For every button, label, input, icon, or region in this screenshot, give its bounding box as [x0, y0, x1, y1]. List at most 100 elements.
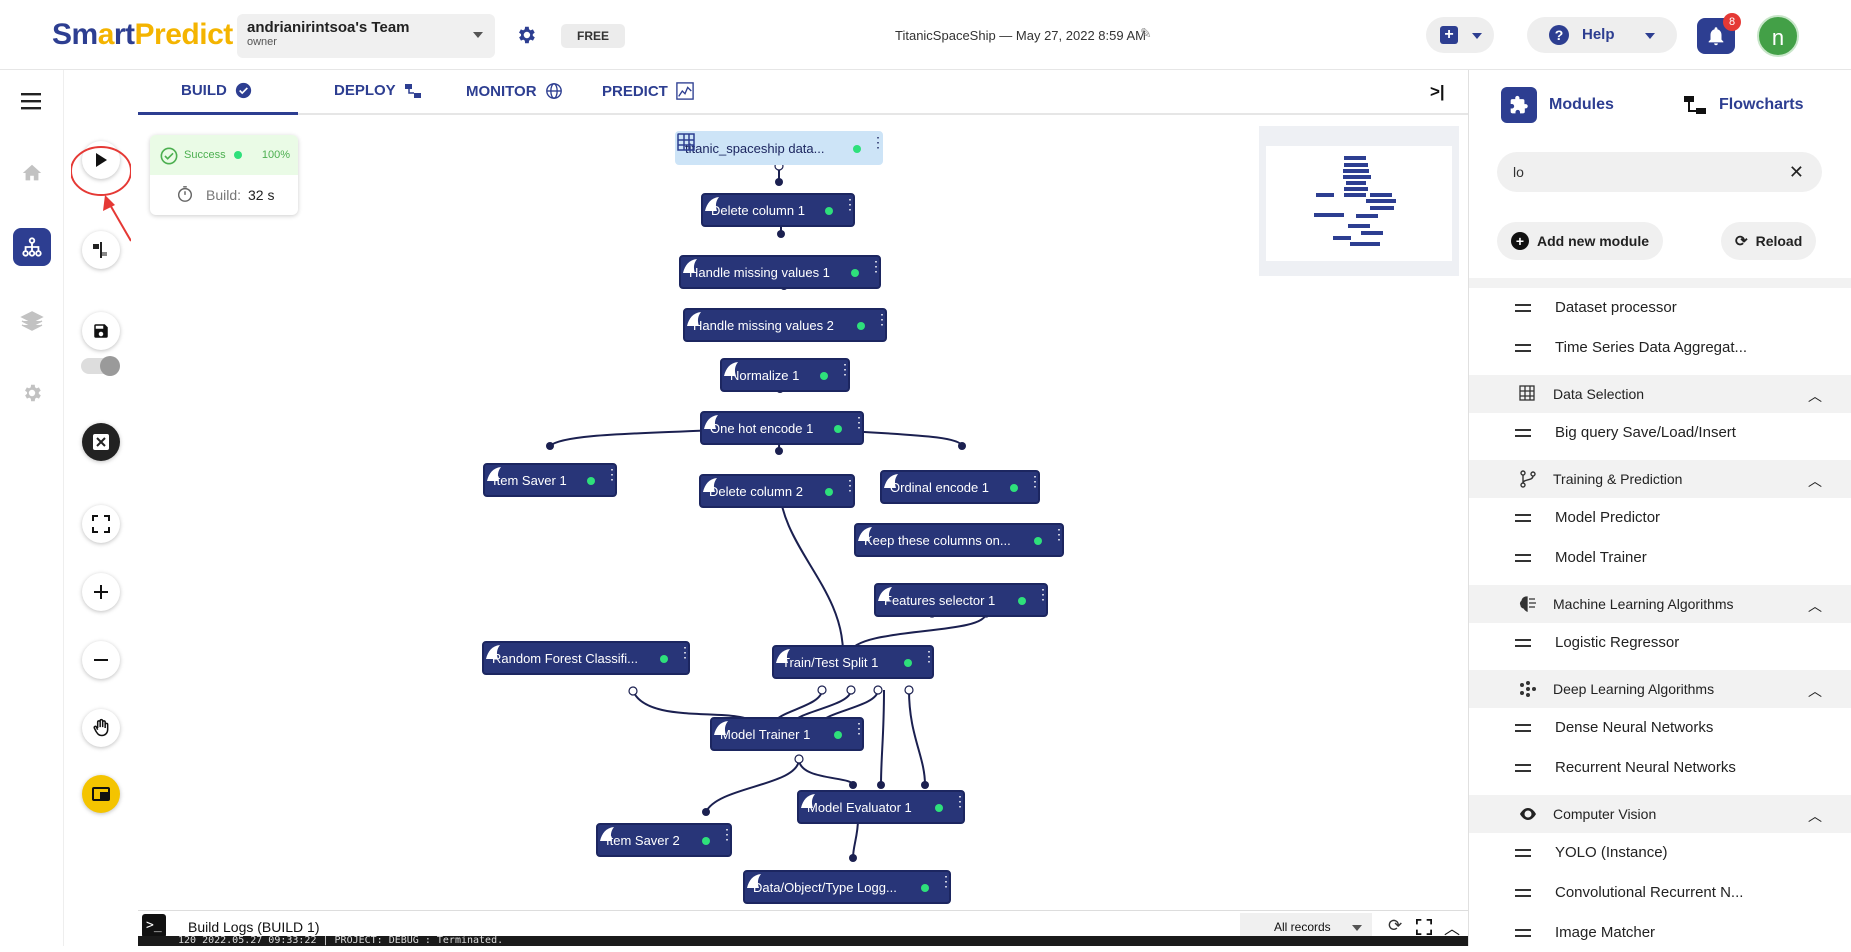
tab-flowcharts[interactable]: Flowcharts: [1683, 95, 1803, 115]
home-icon[interactable]: [13, 154, 51, 192]
flow-node[interactable]: One hot encode 1 ⋮: [700, 411, 864, 445]
user-avatar[interactable]: n: [1757, 15, 1799, 57]
more-options-icon[interactable]: ⋮: [852, 415, 862, 429]
tab-predict[interactable]: PREDICT: [602, 82, 694, 100]
tab-monitor[interactable]: MONITOR: [466, 82, 563, 100]
flowchart-nav-icon[interactable]: [13, 228, 51, 266]
list-item[interactable]: Dataset processor: [1469, 289, 1851, 327]
plan-badge[interactable]: FREE: [561, 24, 625, 48]
more-options-icon[interactable]: ⋮: [843, 197, 853, 211]
more-options-icon[interactable]: ⋮: [852, 721, 862, 735]
reload-button[interactable]: ⟳ Reload: [1721, 222, 1817, 260]
category-header[interactable]: Computer Vision ︿: [1469, 795, 1851, 833]
list-item[interactable]: Recurrent Neural Networks: [1469, 749, 1851, 787]
save-icon[interactable]: [82, 312, 120, 350]
more-options-icon[interactable]: ⋮: [678, 645, 688, 659]
chevron-up-icon[interactable]: ︿: [1808, 388, 1822, 404]
flow-node[interactable]: Delete column 2 ⋮: [699, 474, 855, 508]
tab-deploy[interactable]: DEPLOY: [334, 82, 422, 99]
tab-modules[interactable]: Modules: [1501, 87, 1614, 123]
collapse-panel-icon[interactable]: >|: [1430, 82, 1445, 101]
smartpredict-logo[interactable]: SmartPredict: [52, 18, 233, 52]
flow-node-dataset[interactable]: titanic_spaceship data... ⋮: [675, 131, 883, 165]
flow-node[interactable]: Features selector 1 ⋮: [874, 583, 1048, 617]
clear-search-icon[interactable]: ✕: [1788, 162, 1804, 182]
flow-node[interactable]: Keep these columns on... ⋮: [854, 523, 1064, 557]
more-options-icon[interactable]: ⋮: [720, 827, 730, 841]
list-item[interactable]: Big query Save/Load/Insert: [1469, 414, 1851, 452]
flow-node[interactable]: Ordinal encode 1 ⋮: [880, 470, 1040, 504]
team-selector[interactable]: andrianirintsoa's Team owner: [237, 14, 495, 58]
flow-node[interactable]: Random Forest Classifi... ⋮: [482, 641, 690, 675]
more-options-icon[interactable]: ⋮: [1052, 527, 1062, 541]
chevron-up-icon[interactable]: ︿: [1808, 808, 1822, 824]
flow-node[interactable]: Data/Object/Type Logg... ⋮: [743, 870, 951, 904]
flow-node[interactable]: Train/Test Split 1 ⋮: [772, 645, 934, 679]
list-item[interactable]: Model Trainer: [1469, 539, 1851, 577]
notifications-button[interactable]: 8: [1697, 13, 1741, 54]
flow-node[interactable]: Item Saver 2 ⋮: [596, 823, 732, 857]
minimap[interactable]: [1259, 126, 1459, 276]
category-header[interactable]: Training & Prediction ︿: [1469, 460, 1851, 498]
flow-node[interactable]: Item Saver 1 ⋮: [483, 463, 617, 497]
add-new-module-button[interactable]: + Add new module: [1497, 222, 1663, 260]
edit-pencil-icon[interactable]: ✎: [1140, 25, 1152, 41]
more-options-icon[interactable]: ⋮: [875, 312, 885, 326]
drag-handle-icon[interactable]: [1515, 554, 1531, 562]
more-options-icon[interactable]: ⋮: [939, 874, 949, 888]
more-options-icon[interactable]: ⋮: [1036, 587, 1046, 601]
add-node-icon[interactable]: [82, 231, 120, 269]
category-header[interactable]: Deep Learning Algorithms ︿: [1469, 670, 1851, 708]
flow-node[interactable]: Delete column 1 ⋮: [701, 193, 855, 227]
drag-handle-icon[interactable]: [1515, 304, 1531, 312]
more-options-icon[interactable]: ⋮: [871, 135, 881, 149]
settings-gear-icon[interactable]: [13, 374, 51, 412]
refresh-icon[interactable]: ⟳: [1388, 916, 1403, 935]
drag-handle-icon[interactable]: [1515, 639, 1531, 647]
flow-node[interactable]: Handle missing values 1 ⋮: [679, 255, 881, 289]
flow-node[interactable]: Model Trainer 1 ⋮: [710, 717, 864, 751]
chevron-up-icon[interactable]: ︿: [1808, 683, 1822, 699]
help-button[interactable]: ? Help: [1527, 17, 1677, 53]
close-box-icon[interactable]: [82, 423, 120, 461]
category-header[interactable]: Data Selection ︿: [1469, 375, 1851, 413]
expand-logs-icon[interactable]: [1416, 919, 1432, 935]
chevron-up-icon[interactable]: ︿: [1444, 921, 1461, 938]
chevron-up-icon[interactable]: ︿: [1808, 598, 1822, 614]
category-header[interactable]: Machine Learning Algorithms ︿: [1469, 585, 1851, 623]
fit-screen-icon[interactable]: [82, 505, 120, 543]
drag-handle-icon[interactable]: [1515, 429, 1531, 437]
minimap-toggle-icon[interactable]: [82, 775, 120, 813]
flow-node[interactable]: Handle missing values 2 ⋮: [683, 308, 887, 342]
list-item[interactable]: Model Predictor: [1469, 499, 1851, 537]
zoom-in-icon[interactable]: [82, 573, 120, 611]
hamburger-menu-icon[interactable]: [13, 82, 51, 120]
flowchart-canvas[interactable]: titanic_spaceship data... ⋮ Delete colum…: [138, 116, 1468, 911]
chevron-up-icon[interactable]: ︿: [1808, 473, 1822, 489]
more-options-icon[interactable]: ⋮: [922, 649, 932, 663]
drag-handle-icon[interactable]: [1515, 514, 1531, 522]
list-item[interactable]: Time Series Data Aggregat...: [1469, 329, 1851, 367]
zoom-out-icon[interactable]: [82, 641, 120, 679]
more-options-icon[interactable]: ⋮: [953, 794, 963, 808]
list-item[interactable]: Logistic Regressor: [1469, 624, 1851, 662]
list-item[interactable]: Convolutional Recurrent N...: [1469, 874, 1851, 912]
add-menu-button[interactable]: +: [1426, 17, 1494, 53]
module-search-input[interactable]: lo ✕: [1497, 152, 1822, 192]
toggle-switch[interactable]: [81, 356, 120, 376]
list-item[interactable]: Image Matcher: [1469, 914, 1851, 952]
drag-handle-icon[interactable]: [1515, 724, 1531, 732]
tab-build[interactable]: BUILD: [181, 82, 252, 99]
flow-node[interactable]: Model Evaluator 1 ⋮: [797, 790, 965, 824]
layers-icon[interactable]: [13, 302, 51, 340]
drag-handle-icon[interactable]: [1515, 344, 1531, 352]
more-options-icon[interactable]: ⋮: [838, 362, 848, 376]
more-options-icon[interactable]: ⋮: [843, 478, 853, 492]
pan-hand-icon[interactable]: [82, 709, 120, 747]
drag-handle-icon[interactable]: [1515, 889, 1531, 897]
team-settings-gear-icon[interactable]: [515, 24, 537, 46]
drag-handle-icon[interactable]: [1515, 929, 1531, 937]
list-item[interactable]: YOLO (Instance): [1469, 834, 1851, 872]
more-options-icon[interactable]: ⋮: [605, 467, 615, 481]
more-options-icon[interactable]: ⋮: [1028, 474, 1038, 488]
